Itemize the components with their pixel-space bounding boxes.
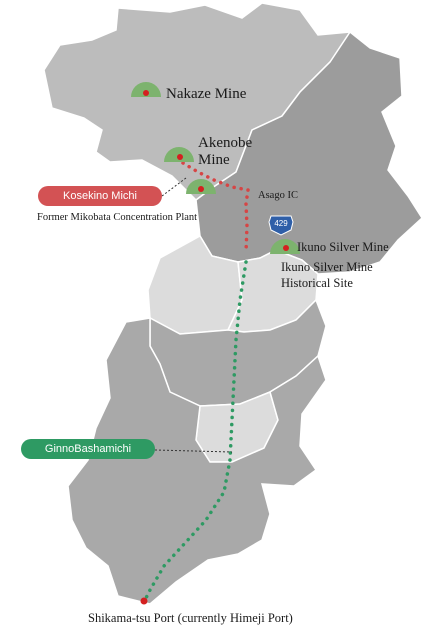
akenobe-mine-label: Akenobe <box>198 135 253 151</box>
asago-ic-label: Asago IC <box>258 190 298 201</box>
ikuno-historical-site-label-line2: Historical Site <box>281 276 353 290</box>
port-marker <box>140 597 148 605</box>
route-shield-number: 429 <box>274 219 288 228</box>
route-shield-icon: 429 <box>268 215 294 236</box>
kosekino-route-line <box>181 161 250 254</box>
ginno-route-line <box>143 260 248 602</box>
shikama-tsu-port-label: Shikama-tsu Port (currently Himeji Port) <box>88 611 293 625</box>
mine-marker-icon <box>270 239 300 254</box>
mine-marker-icon <box>186 179 216 194</box>
kosekino-michi-route-label: Kosekino Michi <box>38 186 162 206</box>
kosekino-leader-line <box>161 177 187 197</box>
ikuno-historical-site-label-line1: Ikuno Silver Mine <box>281 260 373 274</box>
akenobe-mine-label-line2: Mine <box>198 152 230 168</box>
mine-marker-icon <box>164 147 194 162</box>
nakaze-mine-label: Nakaze Mine <box>166 86 247 102</box>
mine-marker-icon <box>131 82 161 97</box>
ikuno-silver-mine-label: Ikuno Silver Mine <box>297 240 389 254</box>
concentration-plant-label: Former Mikobata Concentration Plant <box>37 212 198 223</box>
ginno-leader-line <box>154 449 233 453</box>
ginno-bashamichi-route-label: GinnoBashamichi <box>21 439 155 459</box>
south-region <box>67 317 327 605</box>
